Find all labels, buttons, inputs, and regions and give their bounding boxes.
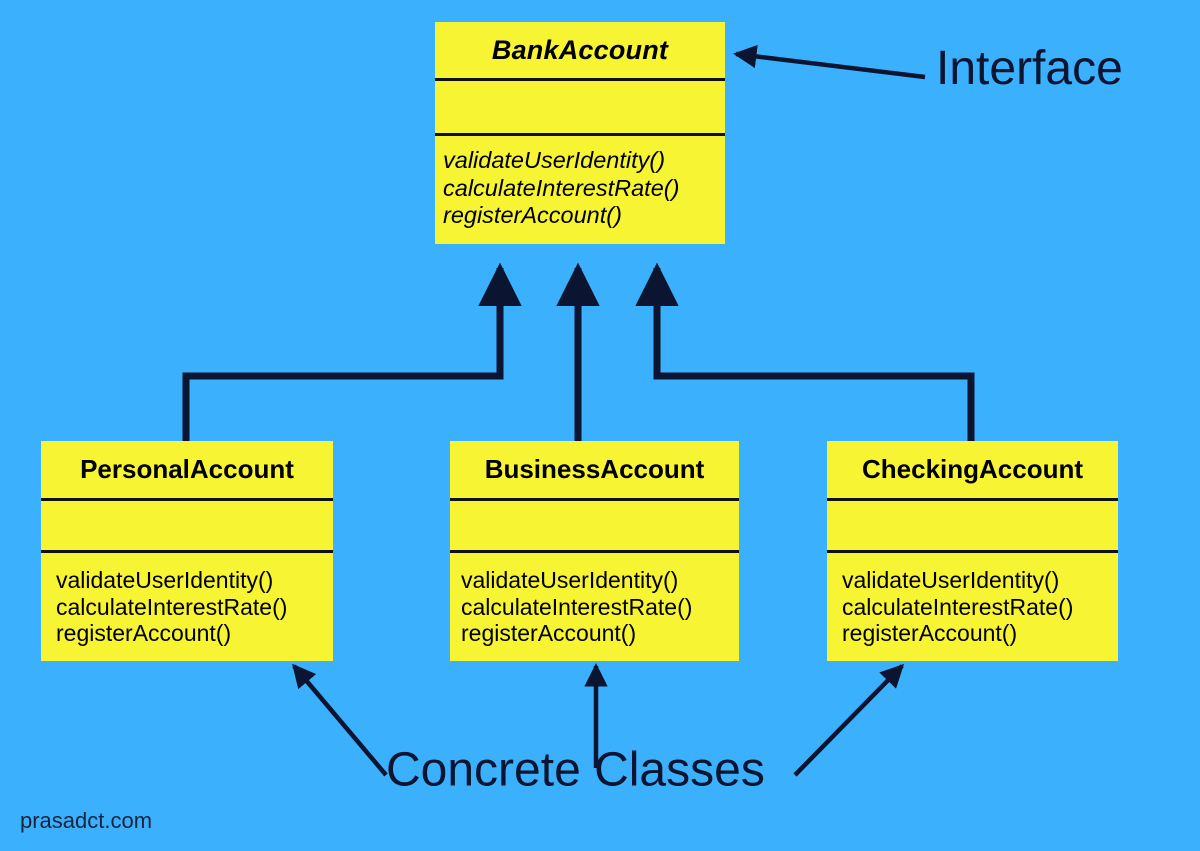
class-methods-businessaccount: validateUserIdentity() calculateInterest… — [450, 550, 739, 661]
class-name-personalaccount: PersonalAccount — [80, 453, 294, 484]
concrete-label-leader-arrow-checking — [793, 663, 905, 777]
annotation-interface-label: Interface — [936, 42, 1123, 95]
class-attributes-personalaccount — [41, 498, 333, 550]
class-attributes-bankaccount — [435, 78, 725, 133]
method-item: validateUserIdentity() — [443, 147, 666, 174]
interface-label-leader-arrow — [733, 44, 926, 80]
class-methods-bankaccount: validateUserIdentity() calculateInterest… — [435, 133, 725, 241]
watermark-text: prasadct.com — [20, 808, 153, 833]
method-item: validateUserIdentity() — [461, 566, 679, 593]
class-methods-checkingaccount: validateUserIdentity() calculateInterest… — [827, 550, 1118, 661]
generalization-personal-to-bankaccount — [182, 262, 522, 441]
method-item: registerAccount() — [443, 202, 622, 229]
class-box-personalaccount[interactable]: PersonalAccount validateUserIdentity() c… — [41, 441, 333, 661]
generalization-checking-to-bankaccount — [635, 262, 975, 441]
class-name-checkingaccount: CheckingAccount — [861, 453, 1084, 484]
class-box-bankaccount[interactable]: BankAccount validateUserIdentity() calcu… — [435, 22, 725, 244]
class-box-checkingaccount[interactable]: CheckingAccount validateUserIdentity() c… — [827, 441, 1118, 661]
class-name-businessaccount: BusinessAccount — [484, 453, 705, 484]
class-name-bankaccount: BankAccount — [491, 34, 669, 65]
method-item: validateUserIdentity() — [56, 566, 274, 593]
method-item: registerAccount() — [56, 620, 232, 647]
method-item: calculateInterestRate() — [443, 174, 680, 201]
method-item: validateUserIdentity() — [842, 566, 1060, 593]
method-item: calculateInterestRate() — [842, 593, 1074, 620]
method-item: registerAccount() — [842, 620, 1018, 647]
class-attributes-checkingaccount — [827, 498, 1118, 550]
method-item: calculateInterestRate() — [461, 593, 693, 620]
method-item: registerAccount() — [461, 620, 637, 647]
annotation-concrete-classes-label: Concrete Classes — [386, 743, 765, 797]
class-box-businessaccount[interactable]: BusinessAccount validateUserIdentity() c… — [450, 441, 739, 661]
class-attributes-businessaccount — [450, 498, 739, 550]
concrete-label-leader-arrow-personal — [292, 663, 388, 777]
class-methods-personalaccount: validateUserIdentity() calculateInterest… — [41, 550, 333, 661]
method-item: calculateInterestRate() — [56, 593, 288, 620]
